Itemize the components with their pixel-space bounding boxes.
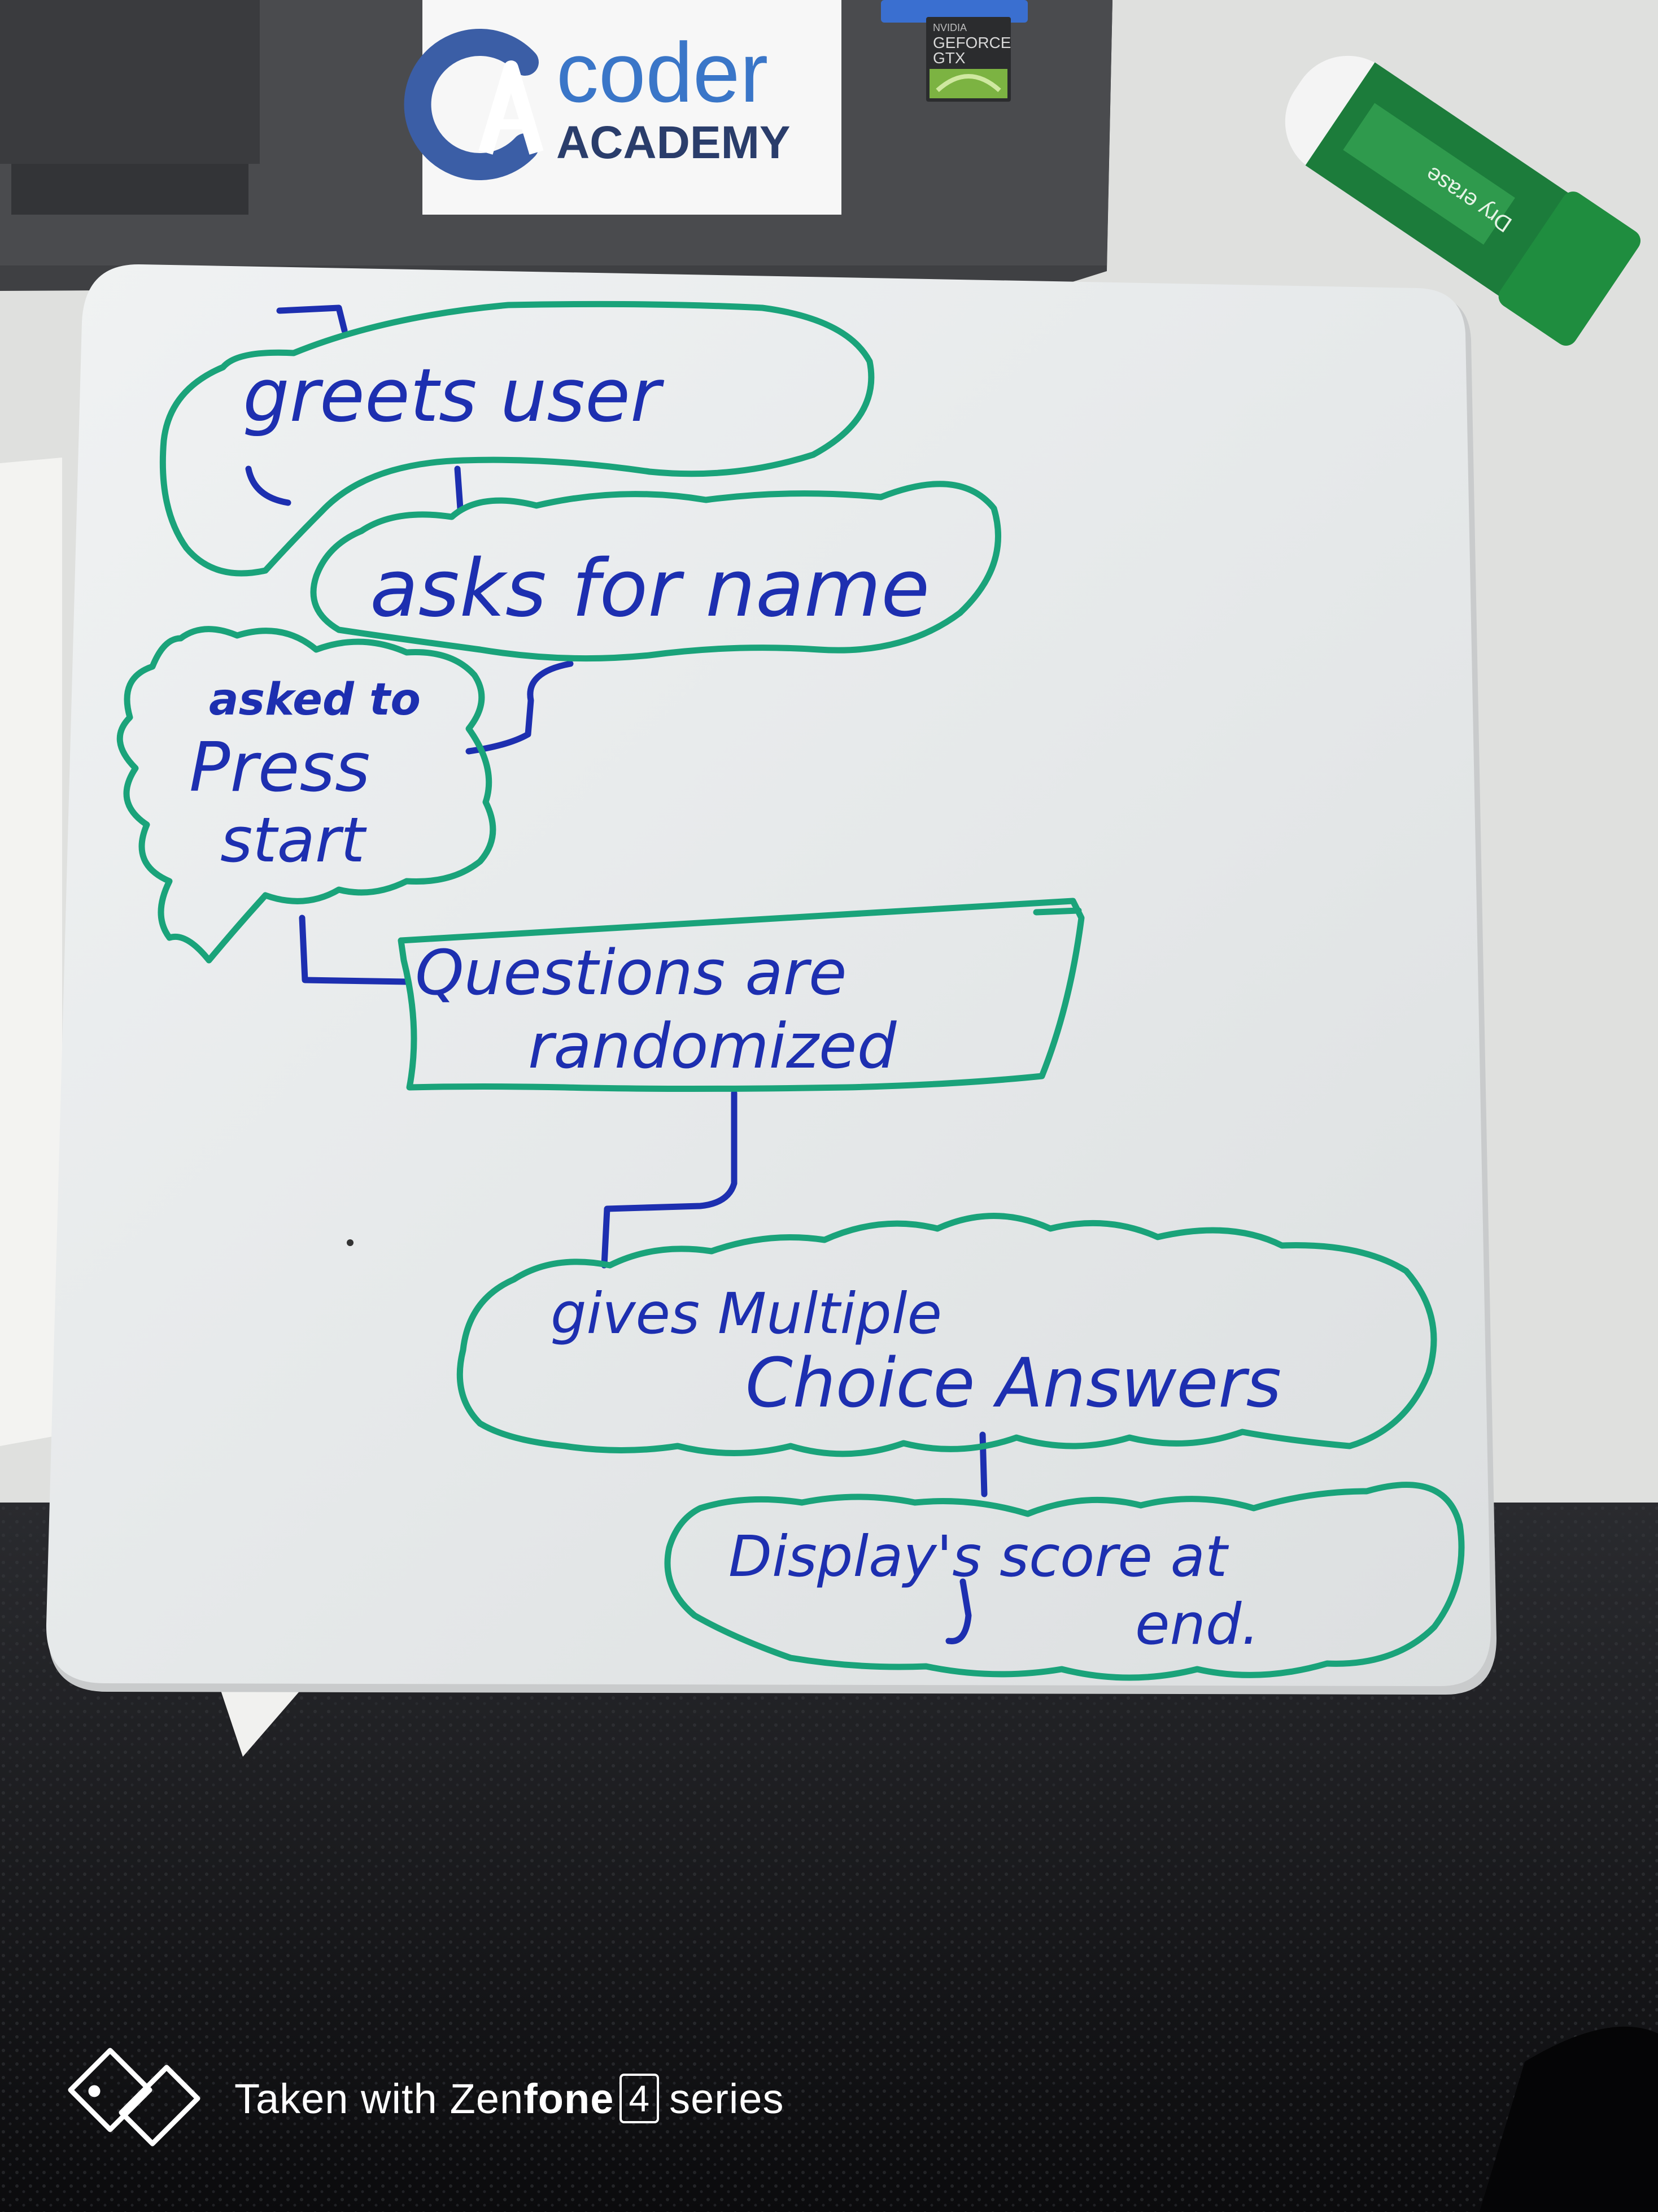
- sticker-brand-top: coder: [556, 25, 768, 120]
- node-asks-label: asks for name: [370, 543, 930, 635]
- connector-asks-press: [465, 660, 574, 755]
- node-press-line-2: Press: [189, 729, 370, 807]
- paper-corner: [215, 1672, 316, 1757]
- node-outlines: [116, 301, 1465, 1681]
- coder-academy-logo-icon: [404, 29, 544, 180]
- gpu-badge: NVIDIA GEFORCE GTX: [926, 17, 1011, 102]
- watermark-suffix: series: [669, 2075, 784, 2122]
- node-display-outline: [664, 1482, 1465, 1681]
- node-display-line-1: Display's score at: [728, 1523, 1229, 1590]
- zenfone-heart-icon: [68, 2048, 200, 2146]
- paper-stack: [0, 458, 62, 1446]
- node-greets-label: greets user: [243, 352, 665, 438]
- coder-academy-sticker: coder ACADEMY: [404, 0, 841, 215]
- connector-questions-gives: [601, 1090, 738, 1269]
- sticker-brand-bottom: ACADEMY: [556, 117, 791, 168]
- node-labels: greets user asks for name asked to Press…: [189, 352, 1281, 1657]
- connector-display-tail: [945, 1578, 972, 1644]
- connector-press-questions: [299, 915, 410, 985]
- node-gives-line-1: gives Multiple: [551, 1281, 942, 1347]
- watermark-prefix: Taken with: [234, 2075, 438, 2122]
- dry-erase-marker: Dry erase: [1285, 55, 1640, 346]
- node-greets-outline: [159, 301, 875, 577]
- node-gives-outline: [456, 1213, 1437, 1457]
- node-gives-line-2: Choice Answers: [745, 1344, 1281, 1423]
- whiteboard: [46, 264, 1496, 1695]
- watermark-brand-zen: Zen: [450, 2075, 524, 2122]
- svg-text:GTX: GTX: [933, 49, 966, 67]
- svg-text:GEFORCE: GEFORCE: [933, 34, 1011, 51]
- watermark-number: 4: [619, 2074, 660, 2123]
- node-questions-line-2: randomized: [528, 1010, 897, 1082]
- node-press-outline: [116, 626, 496, 964]
- node-questions-line-1: Questions are: [415, 937, 847, 1009]
- node-display-line-2: end.: [1135, 1591, 1259, 1657]
- node-asks-outline: [310, 481, 1001, 662]
- connector-greets-loop: [245, 465, 291, 506]
- laptop: coder ACADEMY NVIDIA GEFORCE GTX: [0, 0, 1112, 291]
- watermark-brand-fone: fone: [523, 2075, 614, 2122]
- node-press-line-1: asked to: [209, 674, 421, 725]
- node-questions-outline: [398, 898, 1085, 1092]
- connector-start: [276, 304, 348, 334]
- connectors: [245, 304, 988, 1644]
- connector-greets-asks: [454, 465, 464, 512]
- node-press-line-3: start: [220, 804, 367, 876]
- svg-text:NVIDIA: NVIDIA: [933, 22, 967, 33]
